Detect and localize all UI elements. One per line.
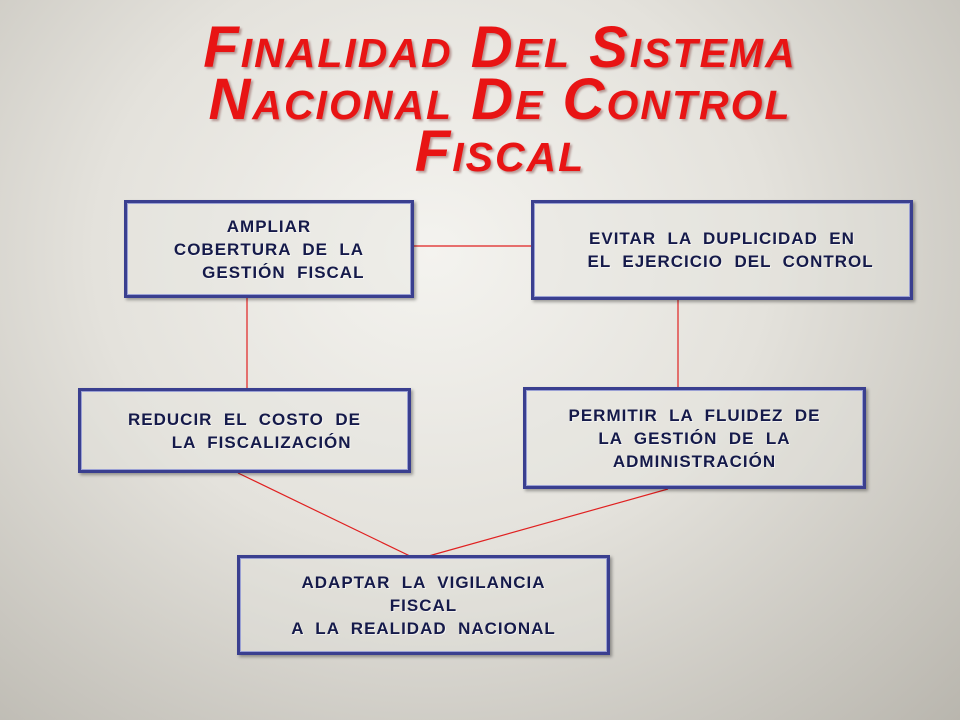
node-reducir-costo: REDUCIR EL COSTO DE LA FISCALIZACIÓN	[78, 388, 411, 473]
title-line-1: Finalidad Del Sistema	[203, 15, 797, 80]
node-ampliar-cobertura-text: AMPLIAR COBERTURA DE LA GESTIÓN FISCAL	[173, 216, 365, 282]
node-evitar-duplicidad-text: EVITAR LA DUPLICIDAD EN EL EJERCICIO DEL…	[587, 229, 874, 271]
node-adaptar-vigilancia-text: ADAPTAR LA VIGILANCIA FISCAL A LA REALID…	[291, 572, 556, 638]
node-ampliar-cobertura: AMPLIAR COBERTURA DE LA GESTIÓN FISCAL	[124, 200, 414, 298]
node-adaptar-vigilancia: ADAPTAR LA VIGILANCIA FISCAL A LA REALID…	[237, 555, 610, 655]
node-reducir-costo-text: REDUCIR EL COSTO DE LA FISCALIZACIÓN	[128, 409, 361, 452]
node-permitir-fluidez-text: PERMITIR LA FLUIDEZ DE LA GESTIÓN DE LA …	[568, 405, 821, 471]
connector-permitir-adaptar	[424, 488, 669, 558]
connector-reducir-adaptar	[237, 472, 413, 558]
title-line-3: Fiscal	[414, 119, 586, 184]
node-evitar-duplicidad: EVITAR LA DUPLICIDAD EN EL EJERCICIO DEL…	[531, 200, 913, 300]
title-line-2: Nacional De Control	[208, 67, 792, 132]
page-title: Finalidad Del Sistema Nacional De Contro…	[130, 15, 870, 184]
node-permitir-fluidez: PERMITIR LA FLUIDEZ DE LA GESTIÓN DE LA …	[523, 387, 866, 489]
